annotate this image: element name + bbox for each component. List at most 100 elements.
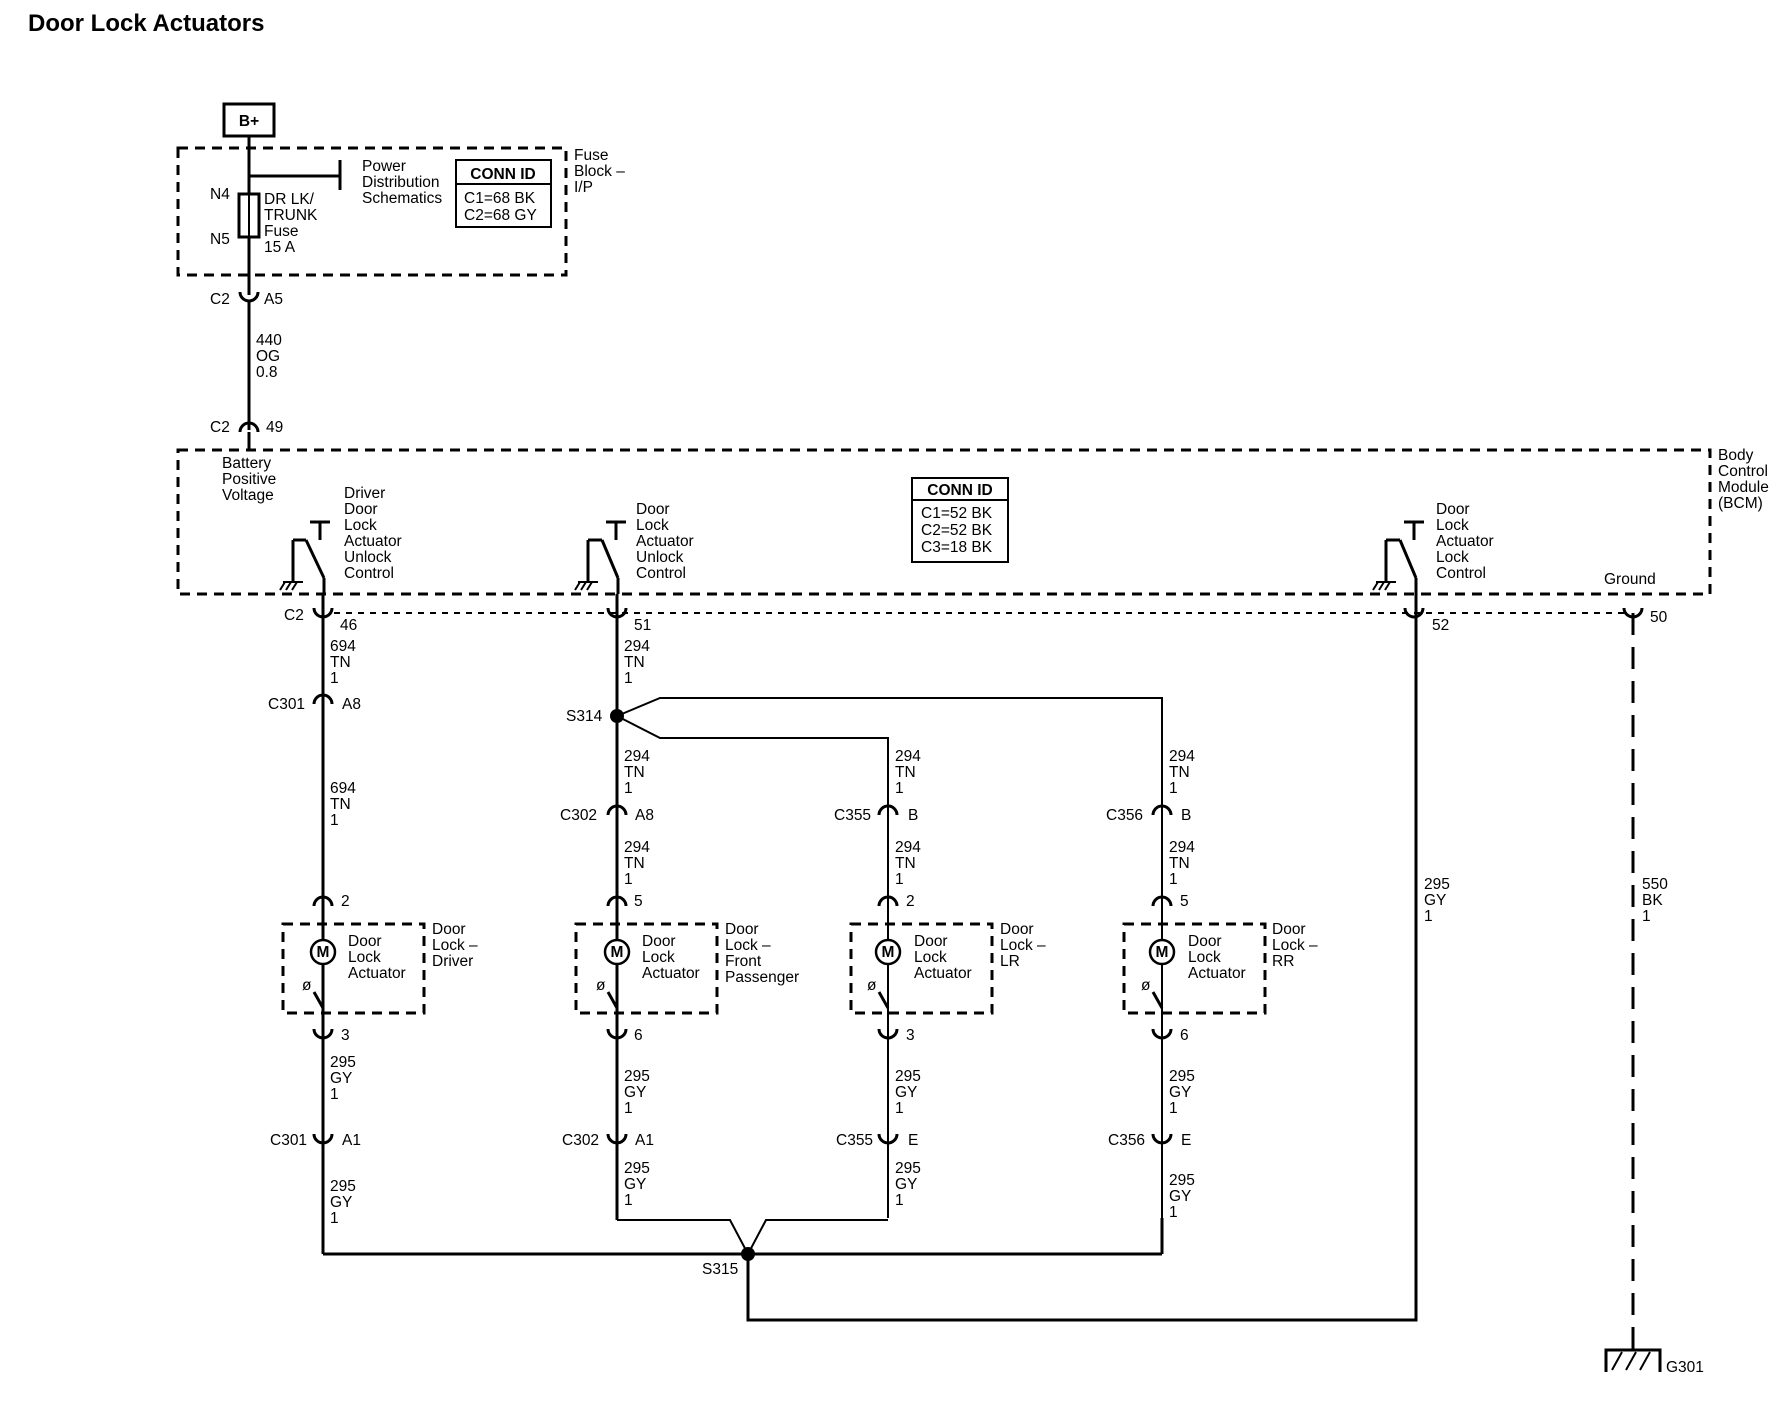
- fuse-block-conn-id: CONN ID C1=68 BK C2=68 GY: [455, 159, 552, 228]
- splice-s315-label: S315: [702, 1261, 738, 1278]
- actuator-driver: M ø: [281, 895, 426, 1040]
- fuse-conn-id-line: C2=68 GY: [464, 207, 537, 224]
- motor-symbol: M: [611, 944, 624, 961]
- switch-symbol: ø: [302, 977, 312, 994]
- driver-unlock-switch: [279, 520, 330, 594]
- motor-symbol: M: [882, 944, 895, 961]
- pin-2-driver: 2: [341, 893, 350, 910]
- conn-c356: C356: [1106, 807, 1143, 824]
- switch-symbol: ø: [867, 977, 877, 994]
- bcm-pin-51: 51: [634, 617, 651, 634]
- splice-s314-label: S314: [566, 708, 603, 725]
- conn-c2-top: C2: [210, 291, 230, 308]
- pin-b-c355: B: [908, 807, 918, 824]
- actuator-rr: M ø: [1122, 895, 1267, 1040]
- pin-e-c355: E: [908, 1132, 918, 1149]
- pin-3-lr: 3: [906, 1027, 915, 1044]
- conn-c355: C355: [834, 807, 871, 824]
- svg-text:CONN ID: CONN ID: [470, 166, 535, 183]
- bcm-conn-id-line: C3=18 BK: [921, 539, 993, 556]
- pin-5-rr: 5: [1180, 893, 1189, 910]
- bcm-pin-52: 52: [1432, 617, 1449, 634]
- pin-6-rr: 6: [1180, 1027, 1189, 1044]
- pin-a5: A5: [264, 291, 283, 308]
- unlock-switch: [574, 520, 626, 594]
- conn-c355-e: C355: [836, 1132, 873, 1149]
- fuse-block-outline: [176, 146, 568, 277]
- bcm-conn-id-line: C2=52 BK: [921, 522, 993, 539]
- motor-symbol: M: [1156, 944, 1169, 961]
- pin-b-c356: B: [1181, 807, 1191, 824]
- ground-symbol-g301: [1604, 1348, 1662, 1372]
- fuse-15a: [237, 192, 261, 239]
- switch-symbol: ø: [596, 977, 606, 994]
- fuse-pin-n4: N4: [210, 186, 230, 203]
- bcm-pin-50: 50: [1650, 609, 1668, 626]
- fuse-pin-n5: N5: [210, 231, 230, 248]
- svg-text:B+: B+: [239, 113, 259, 130]
- fuse-conn-id-line: C1=68 BK: [464, 190, 536, 207]
- conn-c301-a1: C301: [270, 1132, 307, 1149]
- bcm-pin-46: 46: [340, 617, 357, 634]
- ground-g301-label: G301: [1666, 1359, 1704, 1376]
- bcm-ground-label: Ground: [1604, 571, 1656, 588]
- bcm-outline: [176, 448, 1712, 596]
- bcm-conn-id-line: C1=52 BK: [921, 505, 993, 522]
- actuator-lr: M ø: [849, 895, 994, 1040]
- pin-5-front-passenger: 5: [634, 893, 643, 910]
- pin-a1-c301: A1: [342, 1132, 361, 1149]
- actuator-front-passenger: M ø: [574, 895, 719, 1040]
- conn-c302: C302: [560, 807, 597, 824]
- pin-2-lr: 2: [906, 893, 915, 910]
- svg-text:CONN ID: CONN ID: [927, 482, 992, 499]
- pin-a8-c302: A8: [635, 807, 654, 824]
- bcm-conn-c2: C2: [284, 607, 304, 624]
- switch-symbol: ø: [1141, 977, 1151, 994]
- bcm-conn-id: CONN ID C1=52 BK C2=52 BK C3=18 BK: [911, 477, 1009, 563]
- page-title: Door Lock Actuators: [28, 10, 265, 37]
- pin-a8-c301: A8: [342, 696, 361, 713]
- conn-c301-a8: C301: [268, 696, 305, 713]
- pin-6-front-passenger: 6: [634, 1027, 643, 1044]
- conn-c302-a1: C302: [562, 1132, 599, 1149]
- lock-switch: [1372, 520, 1424, 594]
- conn-c2-bcm-feed: C2: [210, 419, 230, 436]
- pin-3-driver: 3: [341, 1027, 350, 1044]
- conn-c356-e: C356: [1108, 1132, 1145, 1149]
